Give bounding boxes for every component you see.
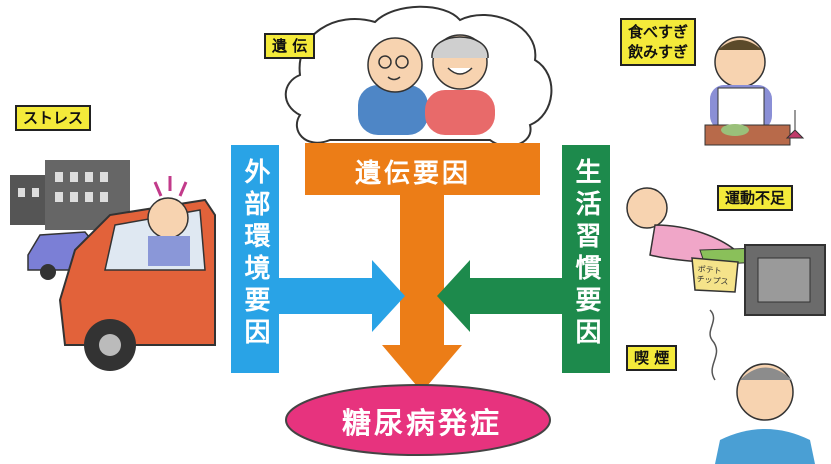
smoker-illustration	[709, 309, 815, 464]
exercise-label: 運動不足	[717, 185, 794, 211]
external-factor-arrow	[231, 145, 405, 373]
lazy-person-illustration	[626, 187, 826, 316]
result-ellipse	[285, 384, 551, 456]
stress-driver-illustration	[10, 160, 216, 371]
chips-bag-text: ポテト チップス	[696, 264, 729, 287]
overeating-label: 食べすぎ 飲みすぎ	[620, 18, 697, 66]
lifestyle-factor-arrow	[437, 145, 610, 373]
external-factor-label: 外部環境要因	[240, 158, 270, 350]
overeating-illustration	[704, 36, 805, 146]
genetic-factor-arrow	[305, 143, 540, 392]
lifestyle-factor-label: 生活習慣要因	[571, 158, 601, 350]
heredity-label: 遺 伝	[264, 33, 316, 59]
grandparents-illustration	[358, 34, 495, 135]
stress-label: ストレス	[15, 105, 92, 131]
diabetes-onset-label: 糖尿病発症	[342, 406, 503, 440]
smoking-label: 喫 煙	[626, 345, 678, 371]
genetic-factor-label: 遺伝要因	[355, 159, 472, 189]
